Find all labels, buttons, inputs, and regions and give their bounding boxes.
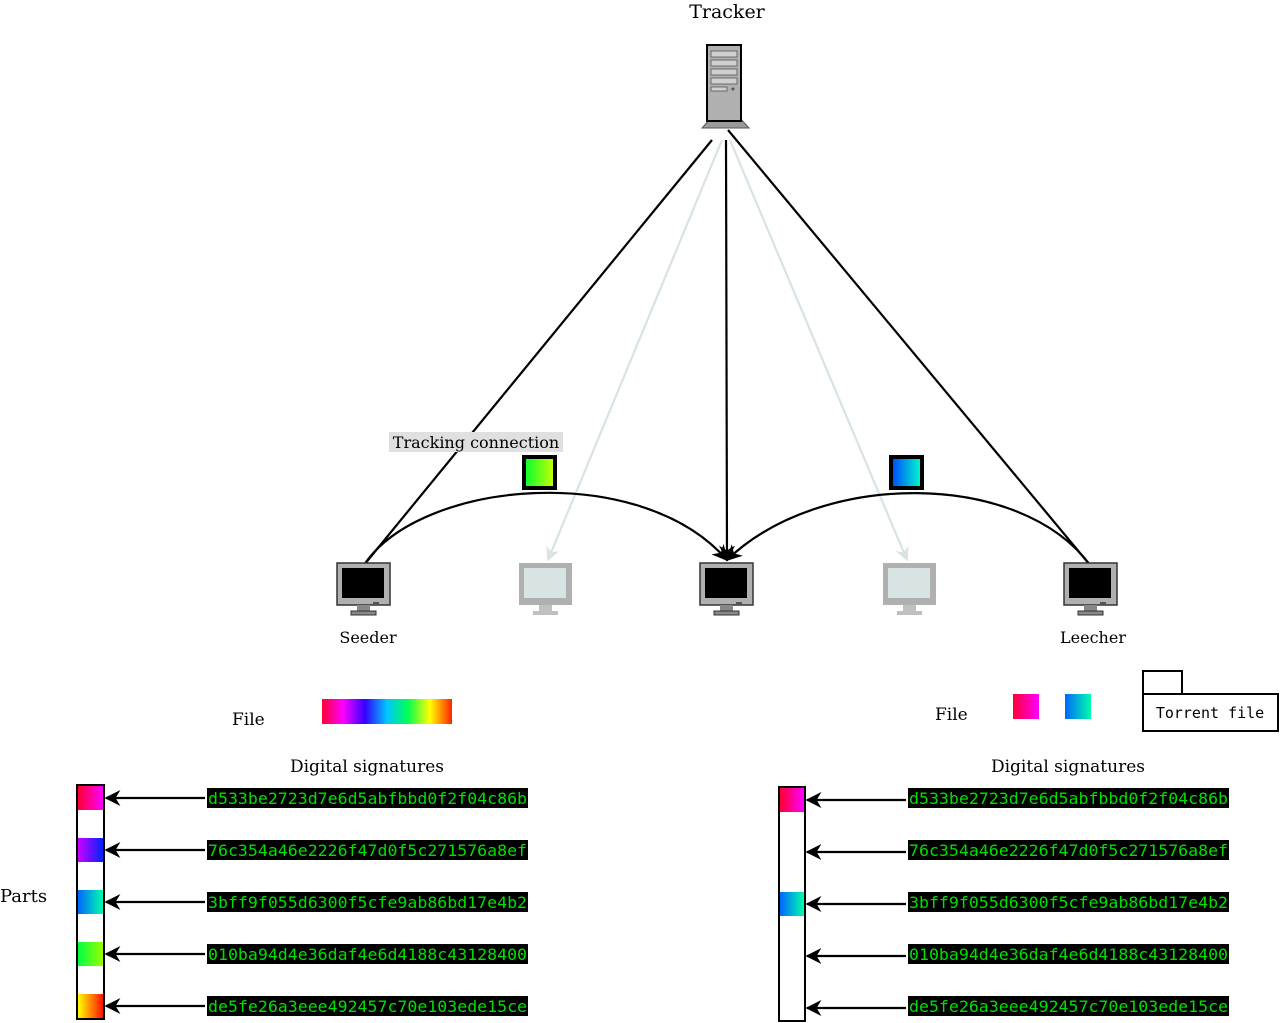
leecher-hash-4: 010ba94d4e36daf4e6d4188c43128400 bbox=[909, 945, 1228, 964]
seeder-part-1 bbox=[78, 786, 103, 810]
torrent-file-label: Torrent file bbox=[1156, 704, 1264, 722]
leecher-computer-icon bbox=[1063, 562, 1118, 616]
seeder-part-4 bbox=[78, 942, 103, 966]
seeder-file-rainbow-bar bbox=[322, 699, 452, 724]
faded-connection-right bbox=[728, 139, 909, 562]
transfer-arc-seeder bbox=[363, 491, 729, 566]
leecher-file-label: File bbox=[935, 705, 968, 725]
packet-piece-cyan bbox=[889, 455, 924, 490]
transfer-arc-leecher bbox=[725, 492, 1091, 566]
tracker-server-icon bbox=[700, 44, 751, 129]
leecher-hash-1: d533be2723d7e6d5abfbbd0f2f04c86b bbox=[909, 789, 1228, 808]
seeder-hash-5: de5fe26a3eee492457c70e103ede15ce bbox=[208, 997, 527, 1016]
tracking-connection-label: Tracking connection bbox=[393, 433, 559, 452]
leecher-label: Leecher bbox=[1060, 628, 1126, 647]
tracking-connection-label-bg bbox=[389, 432, 563, 452]
tracker-connection-seeder bbox=[363, 139, 713, 566]
leecher-signatures-title: Digital signatures bbox=[991, 757, 1145, 777]
tracker-connection-leecher bbox=[727, 129, 1091, 566]
seeder-part-2 bbox=[78, 838, 103, 862]
seeder-hash-arrows bbox=[104, 790, 205, 1014]
seeder-part-5 bbox=[78, 994, 103, 1018]
tracker-label: Tracker bbox=[689, 1, 765, 23]
leecher-part-1 bbox=[780, 788, 804, 812]
seeder-label: Seeder bbox=[339, 628, 397, 647]
seeder-hash-2: 76c354a46e2226f47d0f5c271576a8ef bbox=[208, 841, 527, 860]
leecher-file-piece-3 bbox=[1065, 694, 1091, 719]
parts-label: Parts bbox=[0, 886, 47, 907]
leecher-hash-2: 76c354a46e2226f47d0f5c271576a8ef bbox=[909, 841, 1228, 860]
tracker-connection-center bbox=[718, 139, 735, 562]
leecher-hash-arrows bbox=[805, 792, 906, 1016]
seeder-signatures-title: Digital signatures bbox=[290, 757, 444, 777]
seeder-computer-icon bbox=[336, 562, 391, 616]
seeder-part-3 bbox=[78, 890, 103, 914]
seeder-file-label: File bbox=[232, 710, 265, 730]
leecher-hash-5: de5fe26a3eee492457c70e103ede15ce bbox=[909, 997, 1228, 1016]
seeder-hash-1: d533be2723d7e6d5abfbbd0f2f04c86b bbox=[208, 789, 527, 808]
leecher-part-3 bbox=[780, 892, 804, 916]
torrent-file-icon bbox=[1142, 670, 1279, 732]
packet-piece-green bbox=[522, 455, 557, 490]
leecher-hash-list: d533be2723d7e6d5abfbbd0f2f04c86b 76c354a… bbox=[908, 788, 1229, 1016]
leecher-hash-3: 3bff9f055d6300f5cfe9ab86bd17e4b2 bbox=[909, 893, 1228, 912]
leecher-file-piece-1 bbox=[1013, 694, 1039, 719]
seeder-hash-4: 010ba94d4e36daf4e6d4188c43128400 bbox=[208, 945, 527, 964]
faded-peer-computer-icon-left bbox=[519, 563, 572, 615]
downloader-computer-icon bbox=[699, 562, 754, 616]
seeder-hash-list: d533be2723d7e6d5abfbbd0f2f04c86b 76c354a… bbox=[207, 788, 528, 1016]
seeder-hash-3: 3bff9f055d6300f5cfe9ab86bd17e4b2 bbox=[208, 893, 527, 912]
faded-connection-left bbox=[546, 139, 724, 562]
faded-peer-computer-icon-right bbox=[883, 563, 936, 615]
